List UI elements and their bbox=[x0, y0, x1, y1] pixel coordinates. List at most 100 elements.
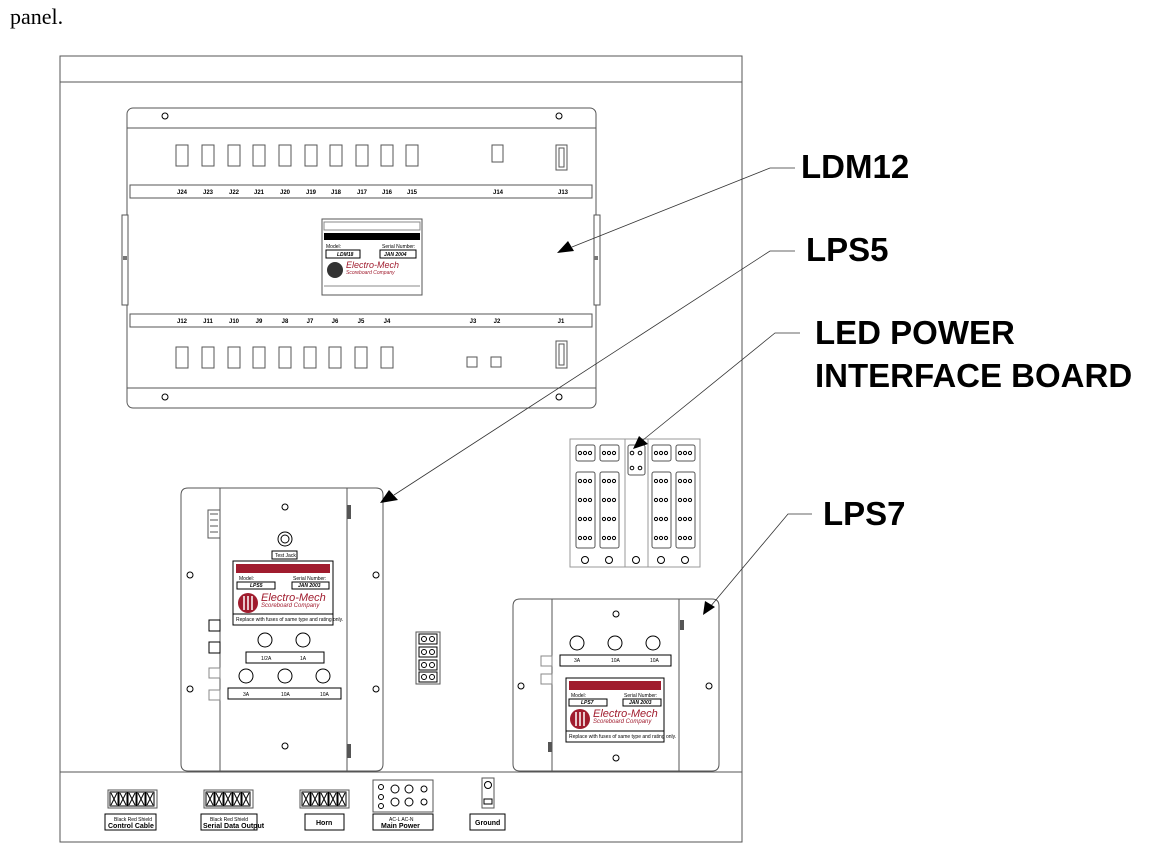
led-board-pin bbox=[577, 535, 583, 541]
ldm-connector-label: J7 bbox=[307, 319, 314, 325]
led-board-pin bbox=[587, 535, 593, 541]
led-board-pin bbox=[658, 535, 664, 541]
ldm-brand: Electro-Mech bbox=[346, 260, 399, 270]
ldm-connector-label: J10 bbox=[229, 319, 240, 325]
led-board-pin bbox=[677, 497, 683, 503]
control-cable-label: Control Cable bbox=[108, 823, 154, 830]
ldm-connector-header bbox=[227, 346, 241, 369]
ldm-connector-label: J3 bbox=[470, 319, 477, 325]
lps5-test-jack: Test Jack bbox=[275, 553, 296, 559]
led-board-pin bbox=[682, 478, 688, 484]
led-board-pin bbox=[606, 450, 612, 456]
led-board-pin bbox=[658, 497, 664, 503]
bottom-terminals: Black Red Shield Control Cable Black Red… bbox=[104, 777, 506, 831]
ldm-connector-label: J9 bbox=[256, 319, 263, 325]
ldm-serial: JAN 2004 bbox=[384, 252, 407, 258]
led-board-pin bbox=[611, 516, 617, 522]
led-board-pin bbox=[677, 450, 683, 456]
lps5-fuse-rating: 1/2A bbox=[261, 656, 272, 662]
led-board-pin bbox=[677, 516, 683, 522]
terminal-screw-slot bbox=[338, 792, 346, 806]
led-board-pin bbox=[682, 450, 688, 456]
terminal-screw-slot bbox=[110, 792, 118, 806]
ldm-connector-label: J11 bbox=[203, 319, 213, 325]
ldm-label-plate: Model: Serial Number: LDM18 JAN 2004 Ele… bbox=[321, 218, 423, 296]
ldm-bottom-connector-blocks bbox=[175, 340, 568, 369]
lps7-brand: Electro-Mech bbox=[593, 708, 658, 720]
led-board-pin bbox=[606, 497, 612, 503]
led-board-pin bbox=[587, 516, 593, 522]
led-board-pin bbox=[637, 465, 643, 471]
lps5-fuses-row1: 1/2A 1A bbox=[245, 632, 325, 664]
led-board-pin bbox=[577, 497, 583, 503]
lps7-model: LPS7 bbox=[581, 700, 594, 706]
led-board-terminal bbox=[575, 444, 596, 462]
lps5-model: LPS5 bbox=[250, 583, 263, 589]
ldm-connector-label: J6 bbox=[332, 319, 339, 325]
ldm-top-connector-blocks bbox=[175, 144, 568, 171]
ldm-connector-header bbox=[252, 144, 266, 167]
ldm-connector-header bbox=[328, 346, 342, 369]
ldm-connector-header bbox=[227, 144, 241, 167]
led-board-pin bbox=[663, 450, 669, 456]
led-board-pin bbox=[577, 516, 583, 522]
lps7-supply: 3A 10A 10A Model: Serial Number: LPS7 JA… bbox=[512, 598, 720, 772]
led-board-pin bbox=[663, 516, 669, 522]
led-board-terminal bbox=[651, 444, 672, 462]
ldm-connector-label: J13 bbox=[558, 190, 569, 196]
ldm-serial-caption: Serial Number: bbox=[382, 244, 415, 250]
terminal-screw-slot bbox=[206, 792, 214, 806]
led-board-pin bbox=[637, 450, 643, 456]
led-board-pin bbox=[606, 516, 612, 522]
ldm-connector-header bbox=[175, 346, 189, 369]
led-board-terminal bbox=[599, 471, 620, 549]
led-board-pin bbox=[687, 450, 693, 456]
ldm-connector-label: J15 bbox=[407, 190, 418, 196]
ldm-connector-header bbox=[555, 144, 568, 171]
led-board-pin bbox=[653, 497, 659, 503]
ldm-connector-header bbox=[278, 144, 292, 167]
led-board-pin bbox=[601, 535, 607, 541]
led-board-pin bbox=[682, 497, 688, 503]
led-board-pin bbox=[687, 516, 693, 522]
ldm-connector-header bbox=[466, 356, 478, 368]
ldm-connector-header bbox=[491, 144, 504, 163]
lps5-model-caption: Model: bbox=[239, 576, 254, 582]
terminal-block-control-cable bbox=[107, 789, 158, 809]
led-board-terminal bbox=[651, 471, 672, 549]
led-board-pin bbox=[653, 478, 659, 484]
led-board-pin bbox=[577, 450, 583, 456]
led-board-pin bbox=[682, 535, 688, 541]
lps5-brand: Electro-Mech bbox=[261, 592, 326, 604]
led-board-pin bbox=[682, 516, 688, 522]
led-board-mount-hole bbox=[632, 556, 640, 564]
led-board-pin bbox=[687, 478, 693, 484]
led-board-pin bbox=[687, 497, 693, 503]
led-board-pin bbox=[601, 516, 607, 522]
lps7-serial: JAN 2003 bbox=[629, 700, 652, 706]
led-board-mount-hole bbox=[681, 556, 689, 564]
led-board-pin bbox=[606, 535, 612, 541]
ldm-connector-label: J21 bbox=[254, 190, 265, 196]
terminal-screw-slot bbox=[242, 792, 250, 806]
lps7-label-plate: Model: Serial Number: LPS7 JAN 2003 Elec… bbox=[565, 677, 676, 743]
terminal-screw-slot bbox=[146, 792, 154, 806]
led-board-pin bbox=[653, 535, 659, 541]
led-board-pin bbox=[629, 465, 635, 471]
horn-label: Horn bbox=[316, 820, 332, 827]
led-board-pin bbox=[582, 516, 588, 522]
ldm-connector-header bbox=[175, 144, 189, 167]
led-board-pin bbox=[587, 497, 593, 503]
terminal-screw-slot bbox=[329, 792, 337, 806]
ldm-brand-sub: Scoreboard Company bbox=[346, 270, 395, 276]
lps5-fuse-rating: 3A bbox=[243, 692, 250, 698]
led-board-pin bbox=[629, 450, 635, 456]
led-board-pin bbox=[663, 497, 669, 503]
led-board-terminal bbox=[675, 471, 696, 549]
ldm-connector-header bbox=[380, 144, 394, 167]
led-board-pin bbox=[611, 535, 617, 541]
ldm-connector-label: J17 bbox=[357, 190, 368, 196]
lps5-label-plate: Model: Serial Number: LPS5 JAN 2003 Elec… bbox=[232, 560, 343, 626]
led-board-pin bbox=[658, 450, 664, 456]
led-board-pin bbox=[582, 535, 588, 541]
